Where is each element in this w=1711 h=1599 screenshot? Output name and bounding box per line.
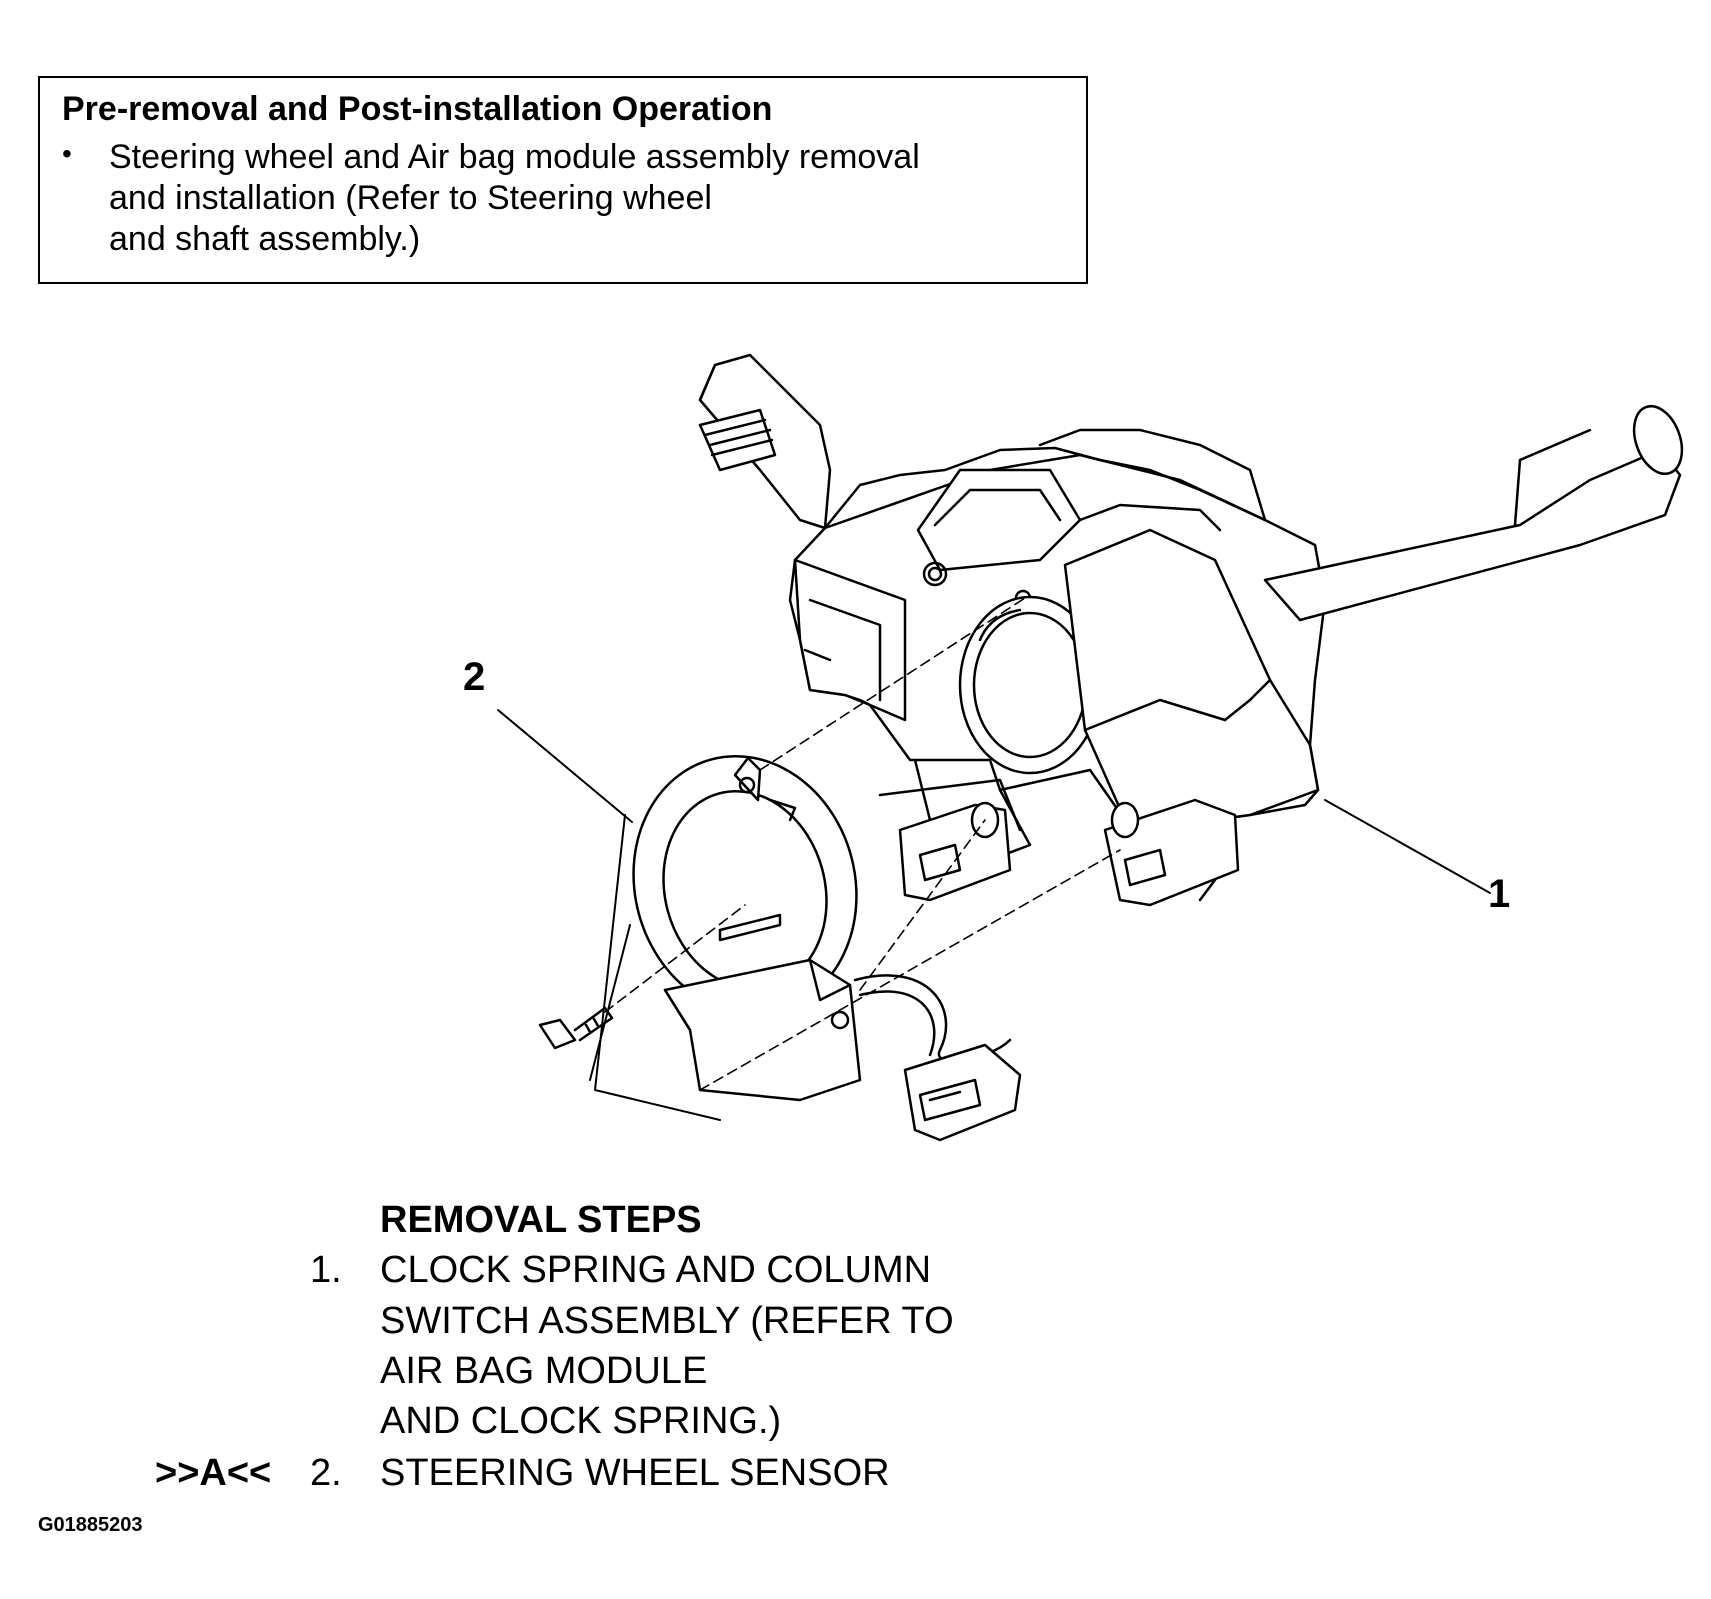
note-line-1: Steering wheel and Air bag module assemb… (109, 138, 920, 176)
step-1-line-4: AND CLOCK SPRING.) (380, 1400, 782, 1442)
left-lever (698, 353, 832, 530)
step-1-line-2: SWITCH ASSEMBLY (REFER TO (380, 1300, 954, 1342)
column-switch-assembly (788, 428, 1327, 862)
note-line-3: and shaft assembly.) (109, 220, 421, 258)
alignment-leader-lines (604, 597, 1121, 1091)
step-2-text: STEERING WHEEL SENSOR (380, 1452, 890, 1494)
callout-1: 1 (1488, 872, 1511, 916)
note-line-2: and installation (Refer to Steering whee… (109, 179, 712, 217)
note-title: Pre-removal and Post-installation Operat… (62, 90, 773, 128)
mounting-screw (538, 1006, 614, 1050)
steering-wheel-sensor (632, 754, 1022, 1142)
switch-connectors (898, 798, 1240, 907)
removal-steps-heading: REMOVAL STEPS (380, 1199, 702, 1241)
callout-2: 2 (463, 655, 486, 699)
callout-leader-lines (497, 709, 1491, 1121)
step-1-line-1: CLOCK SPRING AND COLUMN (380, 1249, 932, 1291)
step-1-line-3: AIR BAG MODULE (380, 1350, 708, 1392)
figure-id: G01885203 (38, 1514, 143, 1536)
note-bullet: • (62, 138, 72, 169)
step-2-reference-marker: >>A<< (155, 1452, 272, 1494)
right-lever (1263, 405, 1684, 622)
pre-removal-note-box: Pre-removal and Post-installation Operat… (38, 76, 1088, 284)
step-2-number: 2. (310, 1452, 342, 1494)
step-1-number: 1. (310, 1249, 342, 1291)
